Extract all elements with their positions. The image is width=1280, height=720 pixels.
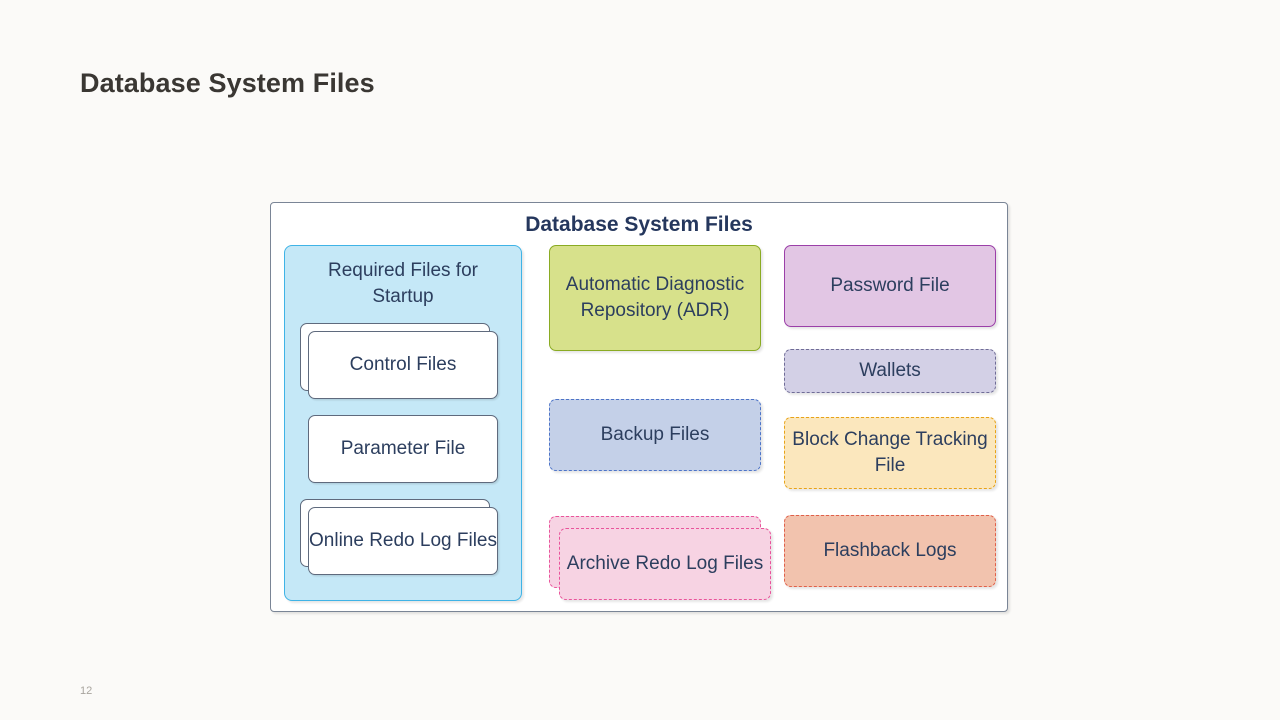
node-backup-files[interactable]: Backup Files xyxy=(549,399,761,471)
diagram-title: Database System Files xyxy=(525,213,753,236)
node-online-redo-log-files-label: Online Redo Log Files xyxy=(308,507,498,576)
diagram-column-left: Required Files for Startup Control Files… xyxy=(284,245,522,601)
diagram-column-middle: Automatic Diagnostic Repository (ADR) Ba… xyxy=(549,245,771,608)
node-parameter-file-label: Parameter File xyxy=(308,415,498,484)
page-number: 12 xyxy=(80,685,93,697)
node-archive-redo-log-files-label: Archive Redo Log Files xyxy=(559,528,771,600)
node-online-redo-log-files[interactable]: Online Redo Log Files xyxy=(300,499,498,576)
node-control-files[interactable]: Control Files xyxy=(300,323,498,400)
group-required-files-for-startup[interactable]: Required Files for Startup Control Files… xyxy=(284,245,522,601)
node-wallets[interactable]: Wallets xyxy=(784,349,996,393)
diagram-column-right: Password File Wallets Block Change Track… xyxy=(784,245,996,587)
node-block-change-tracking-file[interactable]: Block Change Tracking File xyxy=(784,417,996,489)
node-flashback-logs[interactable]: Flashback Logs xyxy=(784,515,996,587)
node-archive-redo-log-files[interactable]: Archive Redo Log Files xyxy=(549,516,771,608)
group-required-files-label: Required Files for Startup xyxy=(328,260,478,307)
page-title: Database System Files xyxy=(80,68,375,98)
node-automatic-diagnostic-repository[interactable]: Automatic Diagnostic Repository (ADR) xyxy=(549,245,761,351)
node-parameter-file[interactable]: Parameter File xyxy=(308,415,498,484)
node-control-files-label: Control Files xyxy=(308,331,498,400)
node-password-file[interactable]: Password File xyxy=(784,245,996,327)
database-system-files-diagram: Database System Files Required Files for… xyxy=(270,202,1008,612)
